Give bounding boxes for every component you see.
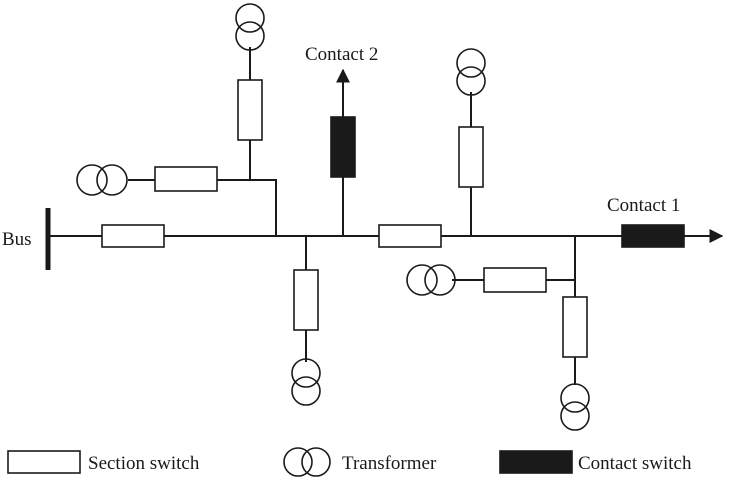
contact-switch-1 bbox=[621, 224, 685, 248]
contact-1-label: Contact 1 bbox=[607, 195, 680, 216]
transformer-lower-center bbox=[291, 358, 321, 406]
section-switch-main-2 bbox=[378, 224, 442, 248]
transformer-right-middle bbox=[406, 264, 456, 296]
legend-section-switch-symbol bbox=[7, 450, 81, 474]
contact-2-label: Contact 2 bbox=[305, 44, 378, 65]
section-switch-lower-center bbox=[293, 269, 319, 331]
legend-contact-switch-label: Contact switch bbox=[578, 453, 692, 474]
contact-switch-2 bbox=[330, 116, 356, 178]
section-switch-upper-right bbox=[458, 126, 484, 188]
transformer-upper-right bbox=[456, 48, 486, 96]
transformer-top bbox=[235, 3, 265, 51]
legend: Section switch Transformer Contact switc… bbox=[7, 447, 692, 477]
legend-transformer-symbol bbox=[283, 447, 331, 477]
legend-transformer-label: Transformer bbox=[342, 453, 437, 474]
legend-contact-switch-symbol bbox=[499, 450, 573, 474]
transformer-upper-left bbox=[76, 164, 128, 196]
transformer-right-bottom bbox=[560, 383, 590, 431]
section-switch-main-1 bbox=[101, 224, 165, 248]
section-switch-upper-left-horizontal bbox=[154, 166, 218, 192]
bus-label: Bus bbox=[2, 229, 32, 250]
section-switch-upper-vertical bbox=[237, 79, 263, 141]
section-switch-right-horizontal bbox=[483, 267, 547, 293]
legend-section-switch-label: Section switch bbox=[88, 453, 200, 474]
section-switch-right-vertical bbox=[562, 296, 588, 358]
